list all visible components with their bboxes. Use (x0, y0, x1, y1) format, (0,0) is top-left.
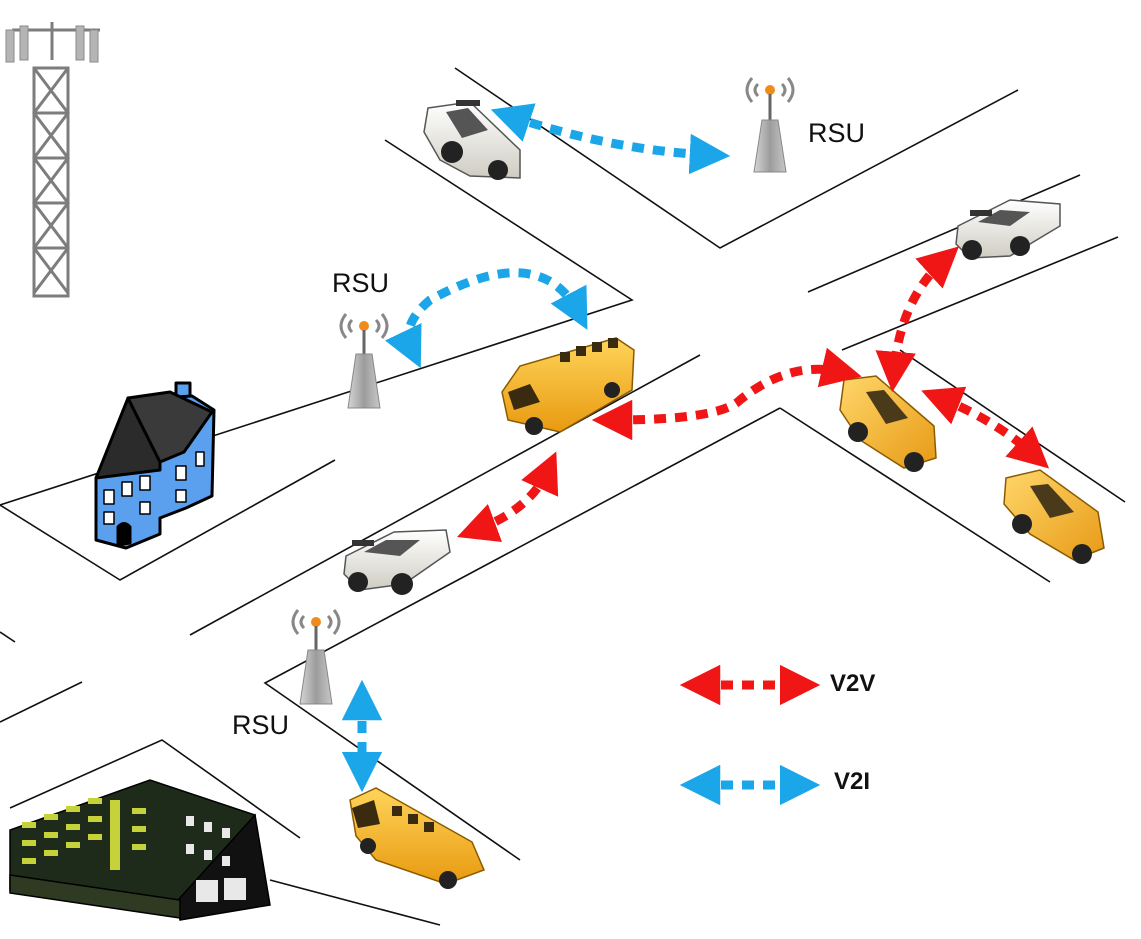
v2i-link (490, 103, 731, 175)
road-edge (0, 139, 634, 506)
road-edge (0, 681, 83, 723)
legend (679, 664, 821, 806)
road-edge (0, 631, 16, 643)
road-edge (454, 67, 1019, 249)
road-edge (269, 879, 441, 926)
police-car-icon (343, 529, 451, 595)
rsu-label-top: RSU (808, 118, 866, 148)
taxi-icon (839, 375, 937, 472)
office-building-icon (9, 779, 271, 921)
rsu-antenna-icon (339, 313, 389, 409)
road-edge (807, 174, 1081, 293)
v2v-link (875, 246, 959, 393)
v2v-link (457, 451, 559, 542)
legend-v2i-label: V2I (834, 768, 871, 795)
road-edge (189, 354, 701, 636)
road-edge (9, 739, 301, 839)
rsu-label-bottom: RSU (232, 710, 290, 740)
road-edge (0, 459, 336, 581)
v2i-link (384, 268, 588, 369)
v2v-links (457, 246, 1050, 542)
taxi-icon (1003, 469, 1105, 564)
school-bus-icon (349, 787, 486, 889)
police-car-icon (423, 100, 521, 180)
rsu-label-mid: RSU (332, 268, 390, 298)
house-icon (94, 381, 216, 550)
v2v-link (921, 386, 1050, 469)
cell-tower-icon (5, 22, 100, 298)
road-edge (263, 407, 781, 861)
police-car-icon (955, 199, 1061, 260)
v2i-links (341, 103, 731, 793)
legend-v2v-label: V2V (830, 670, 876, 697)
v2v-link (591, 347, 862, 441)
rsu-antenna-icon (745, 77, 795, 173)
rsu-antenna-icon (291, 609, 341, 705)
